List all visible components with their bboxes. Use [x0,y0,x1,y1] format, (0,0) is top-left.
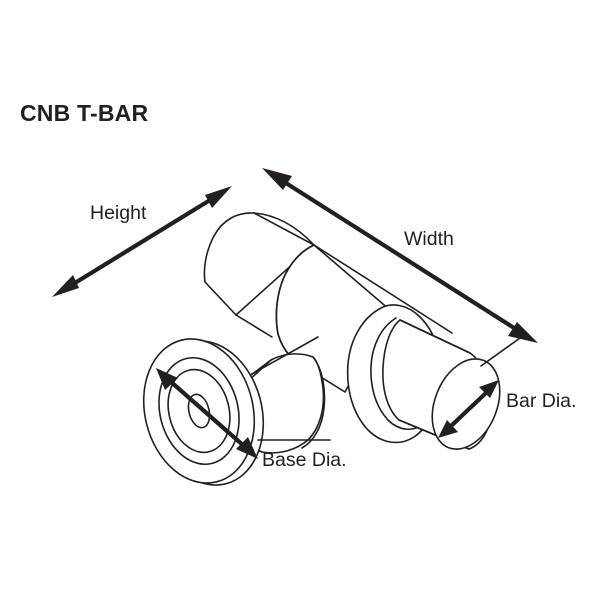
bar-dia-label: Bar Dia. [506,390,576,412]
height-arrow-line [68,195,217,288]
bar-bottom-edge-left [235,314,273,338]
base-dia-dimension: Base Dia. [156,368,347,471]
bar-right-top-edge [399,319,471,354]
base-dia-arrowhead-start [156,368,178,390]
base-dia-arrow-line [168,379,246,448]
base-dia-label: Base Dia. [262,449,347,471]
bar-dia-arrowhead-start [438,420,458,438]
bar-left-end-cap [203,212,315,316]
leader-lines [251,336,521,441]
bar-right-section [346,304,501,450]
width-dimension: Width [262,168,538,343]
base-flange-center-hole [187,393,211,429]
base-dia-arrowhead-end [236,437,258,459]
height-arrowhead-end [205,186,232,208]
bar-left-cap-rim [253,212,315,246]
width-arrowhead-end [508,322,538,343]
width-arrowhead-start [262,168,292,190]
base-flange-ring-mid [158,356,240,466]
bar-dia-dimension: Bar Dia. [438,380,576,438]
leader-line-upper [251,336,319,375]
height-arrowhead-start [52,275,79,297]
width-arrow-line [276,176,524,335]
bar-top-edge [313,244,453,334]
page-title: CNB T-BAR [20,100,148,126]
leader-line-bar [480,337,521,367]
bar-dia-arrow-line [449,390,489,428]
height-dimension: Height [52,186,232,297]
height-label: Height [90,202,147,224]
bar-body [203,212,453,338]
bar-dia-arrowhead-end [479,380,499,398]
bar-collar-ring-inner [370,317,425,430]
width-label: Width [404,228,454,250]
base-flange-ring-inner [167,368,231,454]
